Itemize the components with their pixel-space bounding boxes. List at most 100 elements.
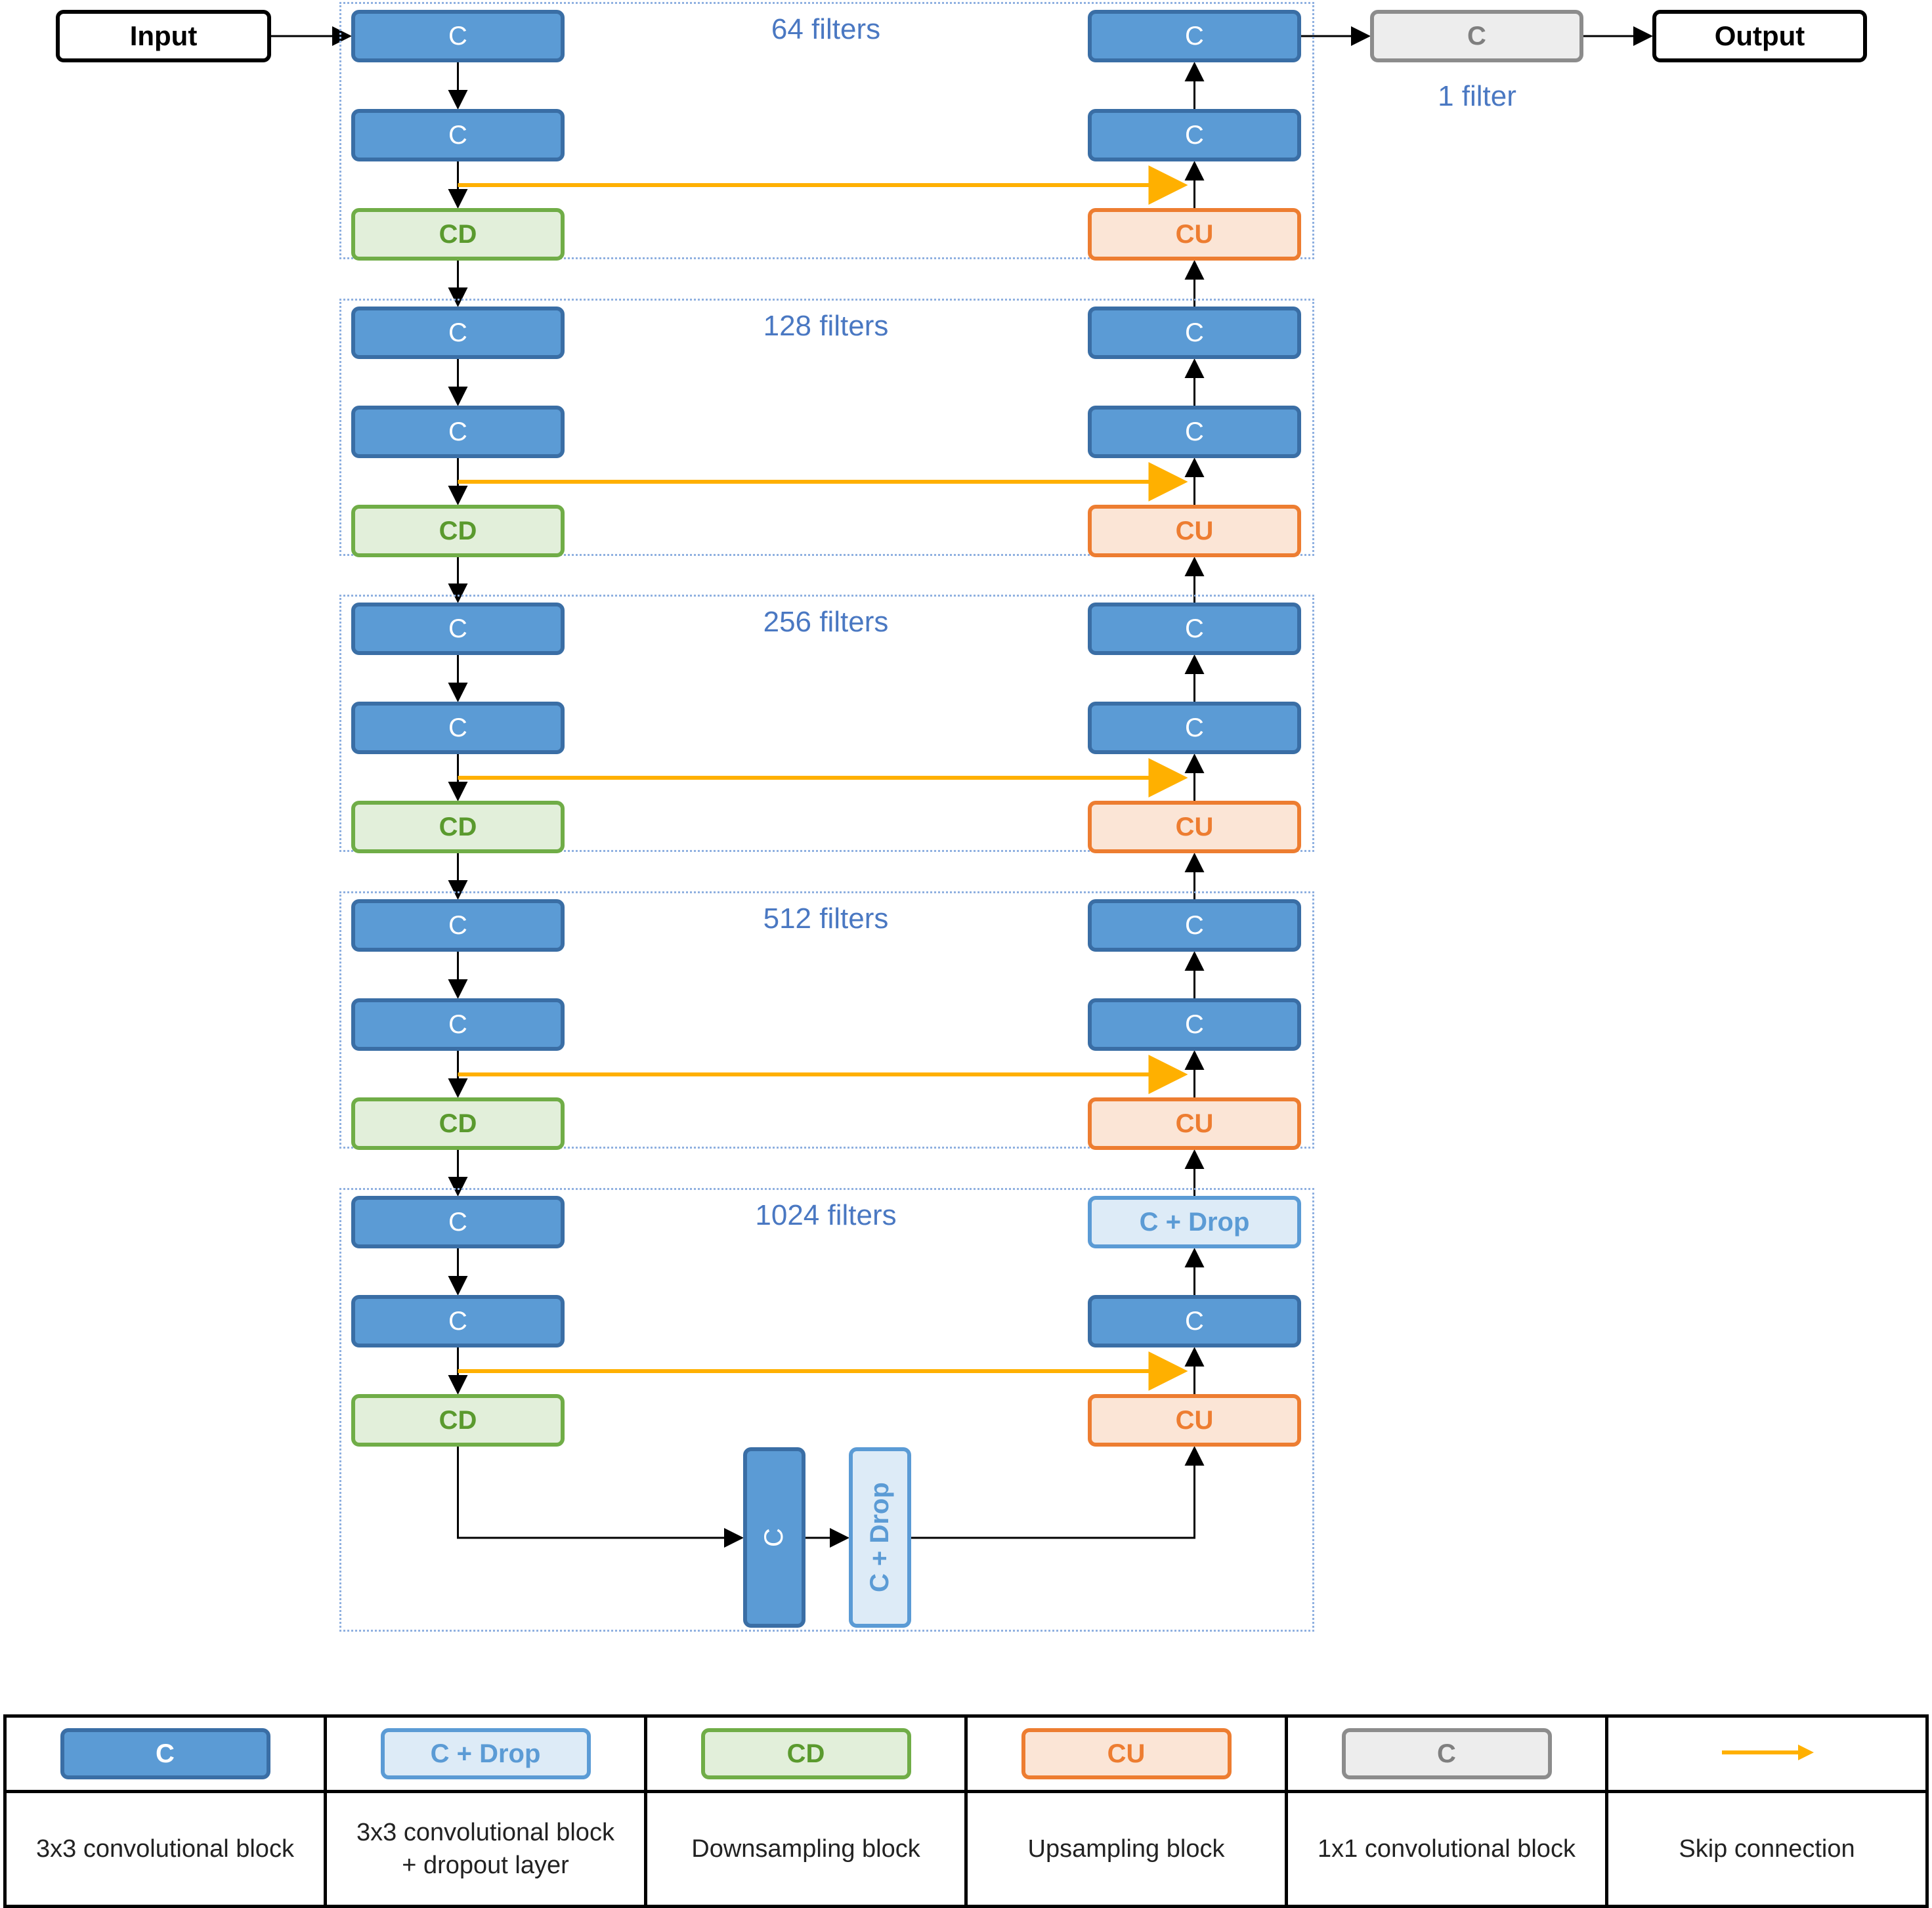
legend-cell-down: CD <box>644 1714 968 1793</box>
bottleneck-in-arrow <box>457 1447 744 1548</box>
dec-1-conv-2: C <box>1088 109 1301 161</box>
level-4-filters-label: 512 filters <box>763 902 889 935</box>
legend-desc-line: 3x3 convolutional block <box>36 1835 294 1863</box>
enc-5-conv-2-label: C <box>448 1306 467 1336</box>
dec-1-conv-2-label: C <box>1185 120 1204 150</box>
level-4-group <box>339 891 1314 1149</box>
legend-desc-line: + dropout layer <box>402 1852 569 1879</box>
dec-3-conv-2-label: C <box>1185 713 1204 742</box>
enc-4-conv-1: C <box>351 899 565 952</box>
enc-1-conv-1: C <box>351 10 565 62</box>
legend-cell-up: CU <box>964 1714 1288 1793</box>
dec-2-up-block: CU <box>1088 505 1301 557</box>
dec-4-up-block: CU <box>1088 1097 1301 1150</box>
enc-3-conv-2-label: C <box>448 713 467 742</box>
level-2-filters-label: 128 filters <box>763 310 889 342</box>
legend-symbol-row: C C + Drop CD CU C <box>3 1714 1929 1793</box>
connector-layer <box>271 26 1653 1548</box>
dec-4-up-block-label: CU <box>1175 1109 1214 1138</box>
dec-1-conv-1-label: C <box>1185 21 1204 51</box>
enc-3-conv-1: C <box>351 603 565 655</box>
enc-2-conv-1-label: C <box>448 318 467 347</box>
level-2-group <box>339 299 1314 556</box>
legend-desc-line: Upsampling block <box>1027 1835 1225 1863</box>
legend-cell-gray: C <box>1285 1714 1608 1793</box>
enc-1-conv-1-label: C <box>448 21 467 51</box>
dec-5-conv-drop: C + Drop <box>1088 1196 1301 1248</box>
legend-desc-line: 3x3 convolutional block <box>356 1819 614 1846</box>
dec-2-conv-2-label: C <box>1185 417 1204 446</box>
dec-5-conv-drop-label: C + Drop <box>1139 1207 1250 1237</box>
dec-1-conv-1: C <box>1088 10 1301 62</box>
legend-desc-gray: 1x1 convolutional block <box>1285 1790 1608 1908</box>
enc-2-down-block-label: CD <box>439 516 477 545</box>
legend-desc-down: Downsampling block <box>644 1790 968 1908</box>
enc-5-down-block: CD <box>351 1394 565 1447</box>
enc-1-down-block-label: CD <box>439 219 477 249</box>
legend-desc-conv-drop: 3x3 convolutional block + dropout layer <box>324 1790 647 1908</box>
enc-5-conv-2: C <box>351 1295 565 1347</box>
final-filters-label: 1 filter <box>1438 80 1516 112</box>
enc-2-conv-2: C <box>351 406 565 458</box>
enc-4-down-block: CD <box>351 1097 565 1150</box>
enc-5-conv-1: C <box>351 1196 565 1248</box>
legend-table: C C + Drop CD CU C 3x3 convolutional blo… <box>3 1714 1929 1908</box>
legend-desc-skip: Skip connection <box>1605 1790 1929 1908</box>
enc-2-conv-2-label: C <box>448 417 467 446</box>
enc-2-conv-1: C <box>351 307 565 359</box>
bottleneck-conv: C <box>743 1447 805 1628</box>
input-box: Input <box>56 10 271 62</box>
level-5-group <box>339 1188 1314 1632</box>
legend-desc-up: Upsampling block <box>964 1790 1288 1908</box>
bottleneck-out-arrow <box>911 1446 1205 1539</box>
enc-1-down-block: CD <box>351 208 565 261</box>
legend-down-block: CD <box>700 1728 911 1779</box>
bottleneck-conv-drop-label: C + Drop <box>865 1482 894 1593</box>
enc-4-conv-2: C <box>351 998 565 1051</box>
bottleneck-conv-drop: C + Drop <box>849 1447 911 1628</box>
dec-4-conv-2-label: C <box>1185 1009 1204 1039</box>
enc-3-down-block-label: CD <box>439 812 477 841</box>
dec-3-conv-2: C <box>1088 702 1301 754</box>
dec-1-up-block-label: CU <box>1175 219 1214 249</box>
enc-3-conv-2: C <box>351 702 565 754</box>
legend-desc-line: Downsampling block <box>691 1835 920 1863</box>
enc-4-conv-2-label: C <box>448 1009 467 1039</box>
legend-cell-conv: C <box>3 1714 327 1793</box>
dec-3-up-block: CU <box>1088 801 1301 853</box>
legend-cell-skip <box>1605 1714 1929 1793</box>
enc-5-down-block-label: CD <box>439 1405 477 1435</box>
level-1-filters-label: 64 filters <box>771 13 881 45</box>
legend-description-row: 3x3 convolutional block 3x3 convolutiona… <box>3 1790 1929 1908</box>
dec-5-conv-2: C <box>1088 1295 1301 1347</box>
dec-2-conv-1-label: C <box>1185 318 1204 347</box>
enc-3-down-block: CD <box>351 801 565 853</box>
enc-4-down-block-label: CD <box>439 1109 477 1138</box>
level-3-filters-label: 256 filters <box>763 606 889 638</box>
dec-4-conv-1: C <box>1088 899 1301 952</box>
level-3-group <box>339 595 1314 852</box>
enc-1-conv-2: C <box>351 109 565 161</box>
dec-1-up-block: CU <box>1088 208 1301 261</box>
legend-gray-block: C <box>1341 1728 1552 1779</box>
enc-4-conv-1-label: C <box>448 910 467 940</box>
legend-conv-drop-block: C + Drop <box>380 1728 591 1779</box>
legend-desc-line: Skip connection <box>1679 1835 1855 1863</box>
output-box-label: Output <box>1714 20 1805 51</box>
enc-5-conv-1-label: C <box>448 1207 467 1237</box>
legend-up-block: CU <box>1021 1728 1232 1779</box>
level-1-group <box>339 2 1314 259</box>
dec-3-up-block-label: CU <box>1175 812 1214 841</box>
bottleneck-conv-label: C <box>760 1528 788 1547</box>
dec-2-up-block-label: CU <box>1175 516 1214 545</box>
dec-4-conv-2: C <box>1088 998 1301 1051</box>
legend-desc-conv: 3x3 convolutional block <box>3 1790 327 1908</box>
level-5-filters-label: 1024 filters <box>755 1199 897 1231</box>
dec-5-up-block-label: CU <box>1175 1405 1214 1435</box>
skip-arrow-icon <box>1721 1744 1814 1760</box>
enc-3-conv-1-label: C <box>448 614 467 643</box>
legend-desc-line: 1x1 convolutional block <box>1318 1835 1576 1863</box>
enc-2-down-block: CD <box>351 505 565 557</box>
dec-5-up-block: CU <box>1088 1394 1301 1447</box>
dec-5-conv-2-label: C <box>1185 1306 1204 1336</box>
